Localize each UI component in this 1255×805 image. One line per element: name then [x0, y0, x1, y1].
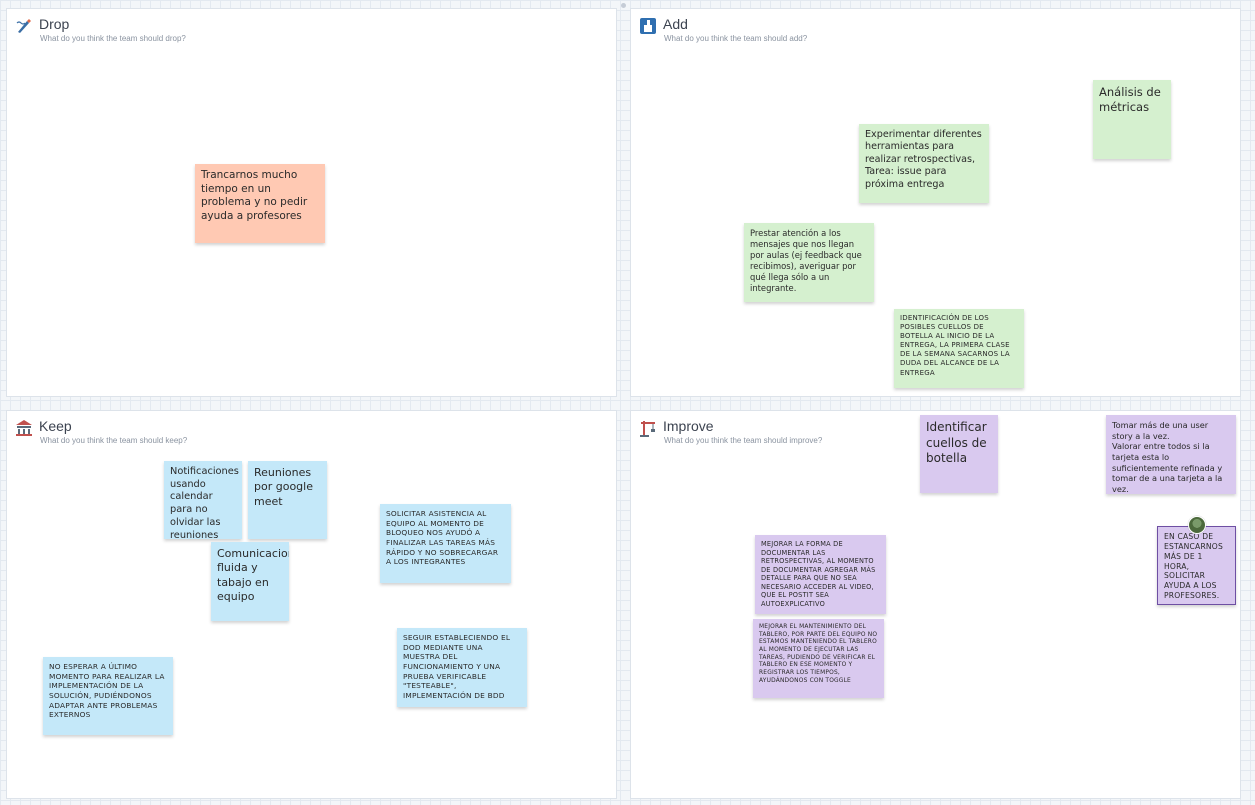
- add-tool-icon: [640, 18, 656, 34]
- user-avatar[interactable]: [1188, 516, 1206, 534]
- sticky-note[interactable]: Reuniones por google meet: [248, 461, 327, 539]
- improve-crane-icon: [640, 421, 655, 437]
- sticky-note[interactable]: No esperar a último momento para realiza…: [43, 657, 173, 735]
- sticky-note[interactable]: Experimentar diferentes herramientas par…: [859, 124, 989, 203]
- sticky-note[interactable]: Trancarnos mucho tiempo en un problema y…: [195, 164, 325, 243]
- drop-panel[interactable]: Drop What do you think the team should d…: [6, 8, 617, 397]
- sticky-note[interactable]: Comunicacion fluida y tabajo en equipo: [211, 542, 289, 621]
- keep-temple-icon: [16, 420, 32, 436]
- sticky-note[interactable]: Mejorar el mantenimiento del tablero, po…: [753, 619, 884, 698]
- keep-subtitle: What do you think the team should keep?: [40, 436, 188, 445]
- improve-subtitle: What do you think the team should improv…: [664, 436, 823, 445]
- add-subtitle: What do you think the team should add?: [664, 34, 808, 43]
- keep-panel[interactable]: Keep What do you think the team should k…: [6, 410, 617, 799]
- add-panel[interactable]: Add What do you think the team should ad…: [630, 8, 1241, 397]
- sticky-note[interactable]: Identificación de los posibles cuellos d…: [894, 309, 1024, 388]
- sticky-note[interactable]: Mejorar la forma de documentar las retro…: [755, 535, 886, 614]
- sticky-note[interactable]: Prestar atención a los mensajes que nos …: [744, 223, 874, 302]
- sticky-note[interactable]: Análisis de métricas: [1093, 80, 1171, 159]
- sticky-note[interactable]: En caso de estancarnos más de 1 hora, so…: [1157, 526, 1236, 605]
- sticky-note[interactable]: Solicitar asistencia al equipo al moment…: [380, 504, 511, 583]
- improve-panel[interactable]: Improve What do you think the team shoul…: [630, 410, 1241, 799]
- improve-title: Improve: [663, 418, 714, 434]
- drop-subtitle: What do you think the team should drop?: [40, 34, 186, 43]
- sticky-note[interactable]: Identificar cuellos de botella: [920, 415, 998, 493]
- sticky-note[interactable]: Tomar más de una user story a la vez. Va…: [1106, 415, 1236, 494]
- board-top-handle: [621, 3, 626, 8]
- keep-title: Keep: [39, 418, 72, 434]
- add-title: Add: [663, 16, 688, 32]
- sticky-note[interactable]: Notificaciones usando calendar para no o…: [164, 461, 242, 539]
- sticky-note[interactable]: Seguir estableciendo el DoD mediante una…: [397, 628, 527, 707]
- drop-title: Drop: [39, 16, 70, 32]
- drop-pen-icon: [16, 19, 31, 33]
